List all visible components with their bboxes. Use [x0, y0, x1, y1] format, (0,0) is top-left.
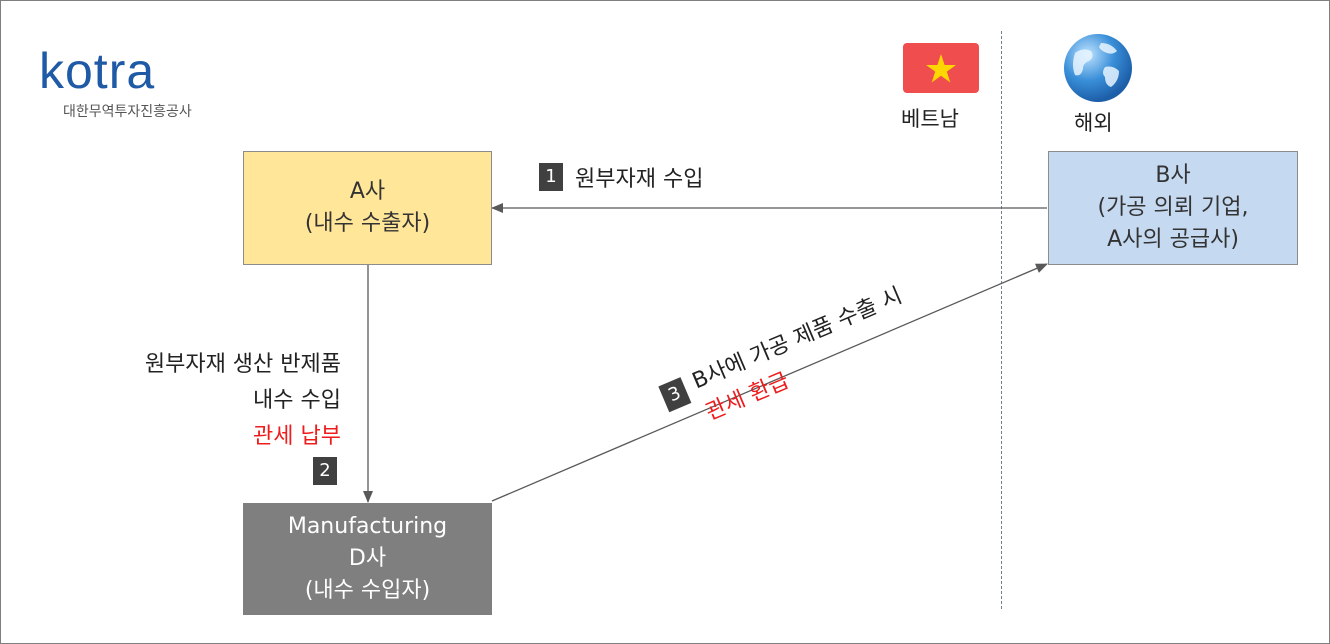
arrow-d-to-b — [491, 263, 1048, 502]
region-label-overseas: 해외 — [1074, 111, 1113, 135]
company-a-box: A사 (내수 수출자) — [243, 151, 492, 265]
company-d-role: (내수 수입자) — [304, 578, 431, 603]
border-divider — [1001, 31, 1002, 609]
globe-icon — [1064, 34, 1132, 102]
company-a-name: A사 — [349, 179, 386, 204]
company-b-role-line2: A사의 공급사) — [1107, 227, 1239, 252]
step-2-line1: 원부자재 생산 반제품 — [144, 352, 341, 377]
vietnam-flag-icon — [903, 43, 979, 93]
step-1-badge: 1 — [539, 163, 563, 191]
step-1-label: 1 원부자재 수입 — [539, 161, 703, 193]
region-label-vietnam: 베트남 — [901, 107, 959, 131]
step-2-line2: 내수 수입 — [253, 388, 341, 413]
step-1-text: 원부자재 수입 — [575, 167, 704, 192]
kotra-logo: kotra — [39, 43, 156, 99]
flag-star-icon — [926, 54, 956, 83]
company-b-name: B사 — [1155, 163, 1191, 188]
company-d-line1: Manufacturing — [287, 514, 448, 539]
company-d-name: D사 — [348, 546, 387, 571]
step-2-line3: 관세 납부 — [253, 424, 341, 449]
company-b-box: B사 (가공 의뢰 기업, A사의 공급사) — [1048, 151, 1298, 265]
company-a-role: (내수 수출자) — [304, 211, 431, 236]
step-2-label: 원부자재 생산 반제품 내수 수입 관세 납부 — [61, 347, 341, 455]
company-b-role-line1: (가공 의뢰 기업, — [1097, 195, 1249, 220]
company-d-box: Manufacturing D사 (내수 수입자) — [243, 503, 492, 615]
kotra-logo-subtitle: 대한무역투자진흥공사 — [63, 104, 192, 120]
step-2-badge: 2 — [313, 457, 337, 485]
